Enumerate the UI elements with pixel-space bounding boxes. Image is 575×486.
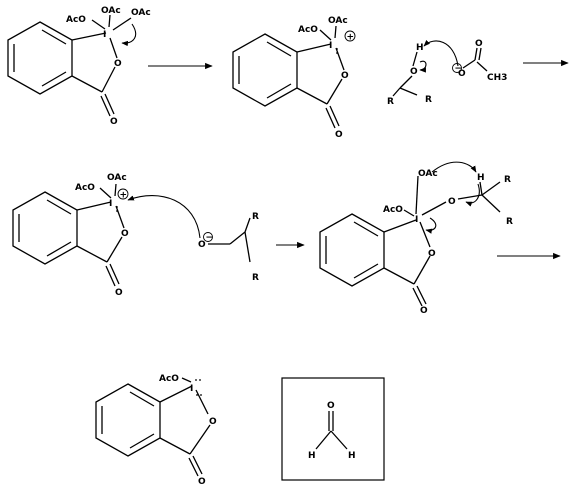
acetate-right-label: OAc (131, 8, 151, 18)
curly-arrow-nucleophilic-attack (127, 195, 201, 239)
alcohol-hydrogen-label: H (416, 43, 424, 53)
alcohol-oxygen-label: O (410, 67, 418, 77)
ring-oxygen-label: O (341, 71, 349, 81)
iodine-label: I (415, 215, 418, 225)
acetate-ion: O O CH3 − (423, 39, 507, 83)
plus-sign: + (120, 191, 128, 201)
c-i-bond (71, 32, 107, 41)
r-group-label: R (425, 95, 432, 105)
acetoxy-label: AcO (159, 374, 179, 384)
negative-charge-icon (203, 232, 213, 242)
i-oac-left-bond (91, 19, 106, 30)
primary-alcohol: O H R R (387, 43, 432, 107)
i-o-ring-bond (109, 37, 118, 59)
periodinane-reactant: I O O AcO OAc OAc (7, 6, 151, 127)
carbonyl-oxygen-label: O (420, 306, 428, 316)
aldehyde-oxygen-label: O (327, 401, 335, 411)
acetate-label: OAc (328, 16, 348, 26)
curly-arrow-oh (419, 60, 427, 73)
lone-pair-dot (336, 48, 338, 50)
i-oac-right-bond (112, 17, 132, 31)
ring-oxygen-label: O (209, 417, 217, 427)
positive-charge-icon (117, 188, 129, 200)
aldehyde-hydrogen-label: H (348, 451, 356, 461)
acetate-oxygen-minus-label: O (458, 69, 466, 79)
alkoxide-ion: O R R − (127, 195, 259, 283)
acetoxy-label: AcO (66, 15, 86, 25)
carbonyl-double-2 (104, 93, 115, 115)
alpha-hydrogen-label: H (477, 173, 485, 183)
iodine-label: I (190, 384, 193, 394)
methyl-label: CH3 (487, 73, 507, 83)
lone-pair-dot (336, 52, 338, 54)
r-group-label: R (252, 212, 259, 222)
lone-pair-dot (116, 206, 118, 208)
carbonyl-oxygen-label: O (110, 117, 118, 127)
lone-pair-dot (199, 379, 201, 381)
c-carbonyl-bond (71, 75, 103, 93)
alkoxide-oxygen-label: O (198, 240, 206, 250)
curly-arrow-leaving (121, 23, 137, 47)
r-group-label: R (387, 97, 394, 107)
reduced-iodinane: I O O AcO (95, 374, 217, 486)
positive-charge-icon (344, 30, 356, 42)
lone-pair-dot (196, 394, 198, 396)
iodine-label: I (109, 199, 112, 209)
carbonyl-oxygen-label: O (115, 288, 123, 298)
carbonyl-oxygen-label: O (198, 477, 206, 486)
alkoxy-oxygen-label: O (448, 197, 456, 207)
curly-arrow-ch-to-co (465, 183, 480, 207)
carbonyl-double-1 (100, 95, 111, 117)
acetate-top-label: OAc (101, 6, 121, 16)
c-o-ring-bond (101, 66, 116, 93)
alkoxy-periodinane: I O O OAc AcO O H R R (319, 161, 513, 316)
iodonium-ion: I O O AcO OAc + (232, 16, 356, 140)
benzene-ring (7, 21, 73, 95)
iodonium-ion-row2: I O O AcO OAc + (12, 173, 129, 298)
minus-sign: − (206, 233, 214, 243)
carbonyl-oxygen-label: O (335, 130, 343, 140)
ring-oxygen-label: O (114, 59, 122, 69)
curly-arrow-deprotonation (423, 39, 459, 67)
acetate-label: OAc (418, 169, 438, 179)
lone-pair-dot (200, 394, 202, 396)
acetate-carbonyl-oxygen-label: O (475, 39, 483, 49)
curly-arrow-h-abstraction (431, 161, 477, 173)
r-group-label: R (504, 175, 511, 185)
plus-sign: + (347, 33, 355, 43)
aldehyde-hydrogen-label: H (308, 451, 316, 461)
iodine-label: I (103, 30, 106, 40)
acetate-label: OAc (107, 173, 127, 183)
ring-oxygen-label: O (121, 229, 129, 239)
r-group-label: R (252, 273, 259, 283)
r-group-label: R (506, 217, 513, 227)
iodine-label: I (329, 41, 332, 51)
curly-arrow-i-o-cleave (425, 217, 437, 234)
lone-pair-dot (116, 210, 118, 212)
minus-sign: − (455, 64, 463, 74)
i-oac-top-bond (108, 14, 111, 28)
ring-oxygen-label: O (428, 249, 436, 259)
aldehyde-product-box: O H H (281, 377, 385, 481)
acetoxy-label: AcO (383, 205, 403, 215)
lone-pair-dot (195, 379, 197, 381)
acetoxy-label: AcO (298, 25, 318, 35)
acetoxy-label: AcO (75, 183, 95, 193)
